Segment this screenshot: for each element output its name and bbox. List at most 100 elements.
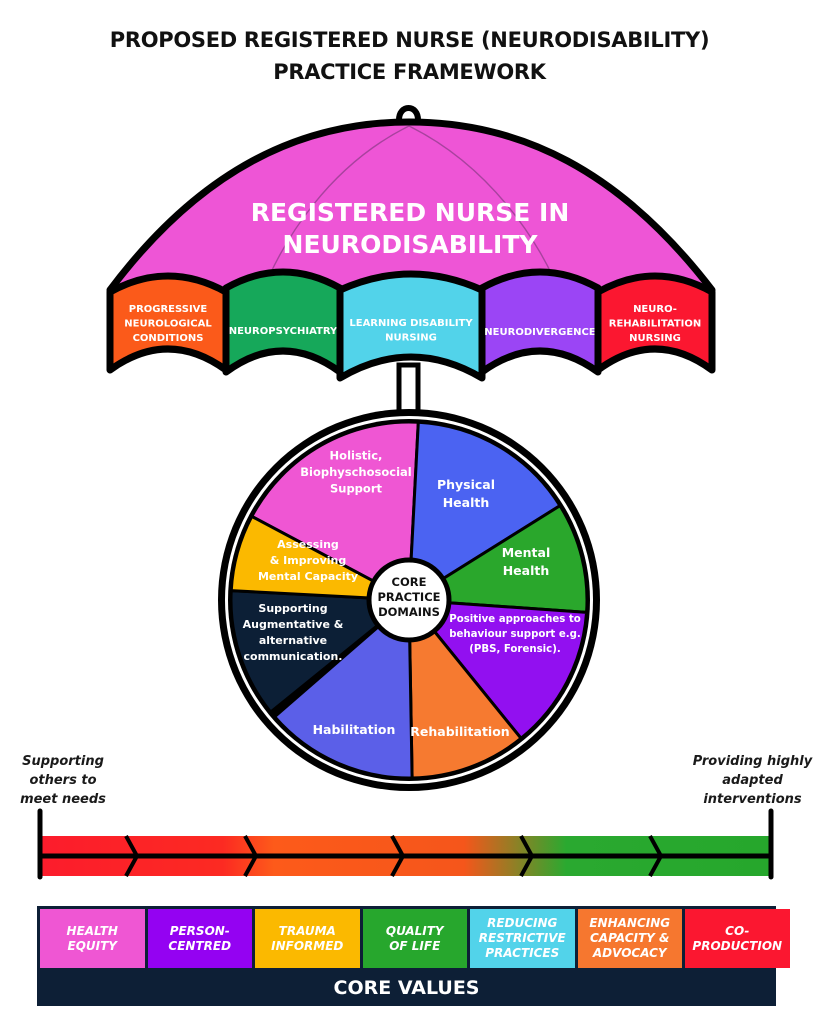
left-label-line-3: meet needs xyxy=(20,792,106,807)
wheel-segment-rehabilitation-label: Rehabilitation xyxy=(410,724,509,739)
wheel-center-label: PRACTICE xyxy=(377,590,440,604)
chevron-right-icon xyxy=(390,835,406,877)
wheel-segment-supporting-label: Supporting xyxy=(258,602,327,615)
wheel-segment-positive-approaches-to-label: (PBS, Forensic). xyxy=(469,644,561,655)
umbrella-panel-neuro-rehabilitation-nursing-label: REHABILITATION xyxy=(609,319,702,330)
left-label-line-1: Supporting xyxy=(22,754,104,769)
core-value-label-line: TRAUMA xyxy=(278,923,336,938)
canopy-title-line-1: REGISTERED NURSE IN xyxy=(251,198,570,227)
wheel-segment-assessing xyxy=(229,514,410,602)
umbrella-panel-neurodivergence: NEURODIVERGENCE xyxy=(478,268,602,376)
wheel-segment-holistic-label: Holistic, xyxy=(330,448,383,462)
wheel-segment-habilitation xyxy=(272,596,414,780)
umbrella-panel-neuro-rehabilitation-nursing: NEURO- REHABILITATION NURSING xyxy=(594,272,716,374)
umbrella-panel-neuro-rehabilitation-nursing-label: NURSING xyxy=(629,333,681,344)
wheel-segment-positive-approaches-to-label: Positive approaches to xyxy=(449,614,581,625)
umbrella-panel-neuropsychiatry-shape xyxy=(222,268,344,376)
umbrella-canopy xyxy=(106,118,716,294)
wheel-segment-assessing-label: Assessing xyxy=(277,538,339,551)
right-label-line-3: interventions xyxy=(703,792,802,807)
wheel-center-disc xyxy=(366,557,452,643)
wheel-segment-physical xyxy=(407,420,563,603)
page-title-line-1: PROPOSED REGISTERED NURSE (NEURODISABILI… xyxy=(109,28,710,52)
wheel-segment-positive-approaches-to xyxy=(405,598,589,741)
wheel-segment-assessing-label: & Improving xyxy=(270,554,346,567)
wheel-segment-holistic-label: Support xyxy=(330,482,383,496)
core-value-label-line: CAPACITY & xyxy=(590,931,670,945)
core-value-label-line: CO- xyxy=(725,923,750,938)
umbrella-panel-neuro-rehabilitation-nursing-label: NEURO- xyxy=(633,304,677,315)
core-value-label-line: ENHANCING xyxy=(589,916,671,930)
continuum-left-label: Supporting others to meet needs xyxy=(8,752,118,809)
right-label-line-1: Providing highly xyxy=(692,754,813,769)
continuum-arrow xyxy=(37,808,774,880)
wheel-center-label: DOMAINS xyxy=(378,605,440,619)
chevron-right-icon xyxy=(519,835,535,877)
umbrella-top-knob xyxy=(396,105,421,121)
wheel-segment-supporting xyxy=(229,589,413,715)
wheel-segment-positive-approaches-to-label: behaviour support e.g. xyxy=(449,629,581,640)
core-value-label-line: REDUCING xyxy=(487,916,558,930)
wheel-segment-assessing-label: Mental Capacity xyxy=(258,570,358,583)
wheel-segment-rehabilitation xyxy=(407,595,524,780)
wheel-center-label: CORE xyxy=(392,575,427,589)
wheel-segment-supporting-label: communication. xyxy=(244,650,343,663)
wheel-segment-physical-label: Health xyxy=(443,495,490,510)
core-value-label-line: OF LIFE xyxy=(389,938,441,953)
umbrella: REGISTERED NURSE IN NEURODISABILITY PROG… xyxy=(106,105,716,424)
umbrella-panel-learning-disability-nursing-label: NURSING xyxy=(385,333,437,344)
wheel-segment-holistic xyxy=(249,420,420,603)
wheel-segment-mental-label: Health xyxy=(503,563,550,578)
umbrella-panel-neuro-rehabilitation-nursing-shape xyxy=(594,272,716,374)
page-title-line-2: PRACTICE FRAMEWORK xyxy=(273,60,546,84)
core-value-co-production: CO-PRODUCTION xyxy=(685,909,790,968)
umbrella-panel-neurodivergence-shape xyxy=(478,268,602,376)
core-values-footer: CORE VALUES xyxy=(333,977,480,999)
umbrella-panels: PROGRESSIVENEUROLOGICALCONDITIONSNEUROPS… xyxy=(106,268,716,382)
core-value-label-line: EQUITY xyxy=(67,938,117,953)
umbrella-panel-neurodivergence-label: NEURODIVERGENCE xyxy=(484,327,596,338)
chevron-right-icon xyxy=(648,835,664,877)
core-value-label-line: PRACTICES xyxy=(485,946,560,960)
core-value-label-line: RESTRICTIVE xyxy=(478,931,566,945)
wheel-segment-physical-label: Physical xyxy=(437,477,495,492)
page-title: PROPOSED REGISTERED NURSE (NEURODISABILI… xyxy=(0,24,819,88)
umbrella-panel-progressive-neurological-conditions-label: CONDITIONS xyxy=(133,333,204,344)
wheel-segment-supporting-label: alternative xyxy=(259,634,327,647)
core-value-label: PERSON-CENTRED xyxy=(168,924,231,954)
wheel-segment-mental-label: Mental xyxy=(502,545,551,560)
umbrella-panel-neuropsychiatry: NEUROPSYCHIATRY xyxy=(222,268,344,376)
core-value-label: CO-PRODUCTION xyxy=(692,924,782,954)
canopy-title-line-2: NEURODISABILITY xyxy=(283,230,539,259)
core-value-label-line: CENTRED xyxy=(168,938,232,953)
core-value-label-line: PERSON- xyxy=(169,923,230,938)
core-value-label-line: PRODUCTION xyxy=(692,938,783,953)
core-value-label-line: INFORMED xyxy=(271,938,344,953)
umbrella-panel-neuropsychiatry-label: NEUROPSYCHIATRY xyxy=(229,326,338,337)
wheel-segment-supporting-label: Augmentative & xyxy=(243,618,344,631)
wheel-segment-holistic-label: Biophyschosocial xyxy=(300,465,411,479)
continuum-right-label: Providing highly adapted interventions xyxy=(690,752,815,809)
umbrella-panel-progressive-neurological-conditions-label: PROGRESSIVE xyxy=(129,304,208,315)
core-value-label-line: QUALITY xyxy=(385,923,444,938)
core-value-person-centred: PERSON-CENTRED xyxy=(147,909,252,968)
wheel-segment-habilitation-label: Habilitation xyxy=(313,722,396,737)
left-label-line-2: others to xyxy=(29,773,97,788)
right-label-line-2: adapted xyxy=(722,773,783,788)
chevron-right-icon xyxy=(124,835,140,877)
wheel-segment-mental xyxy=(404,503,589,615)
